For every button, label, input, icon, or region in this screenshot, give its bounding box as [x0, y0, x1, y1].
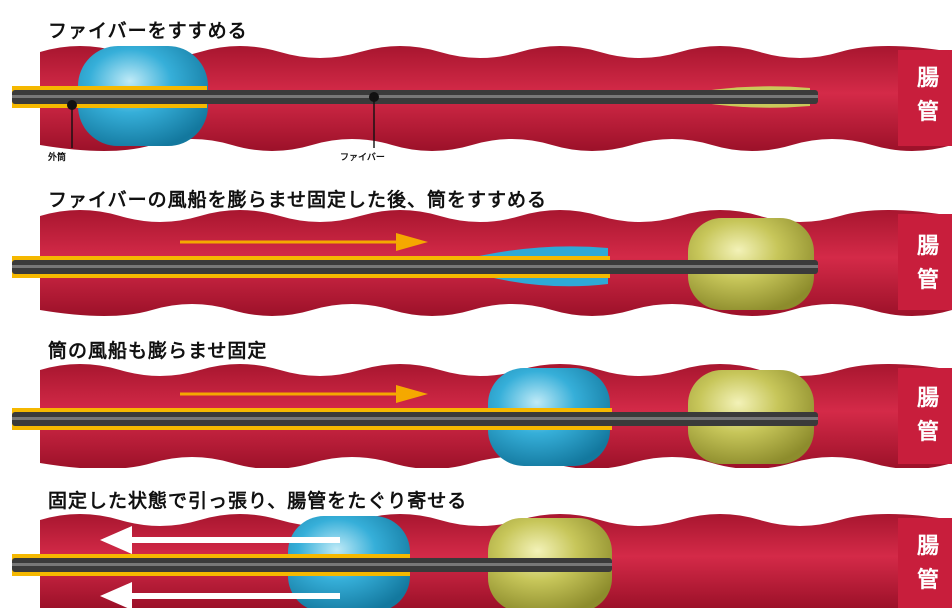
organ-label-2: 腸 管	[916, 234, 939, 293]
step-3-panel: 筒の風船も膨らませ固定 腸 管	[0, 318, 952, 468]
step-1-illustration	[12, 46, 952, 151]
step-2-caption: ファイバーの風船を膨らませ固定した後、筒をすすめる	[48, 189, 548, 211]
step-4-panel: 固定した状態で引っ張り、腸管をたぐり寄せる 腸 管	[0, 468, 952, 608]
organ-label-1: 腸 管	[916, 66, 939, 125]
step-4-illustration	[12, 514, 952, 608]
step-2-panel: ファイバーの風船を膨らませ固定した後、筒をすすめる 腸 管	[0, 160, 952, 318]
fiber-label: ファイバー	[340, 153, 385, 163]
intestine-side	[898, 50, 952, 146]
organ-label-3: 腸 管	[916, 386, 939, 445]
step-3-illustration	[12, 364, 952, 468]
step-3-caption: 筒の風船も膨らませ固定	[48, 340, 268, 362]
organ-label-4: 腸 管	[916, 534, 939, 593]
step-2-illustration	[12, 210, 952, 316]
step-1-caption: ファイバーをすすめる	[48, 20, 248, 42]
step-1-panel: ファイバーをすすめる	[0, 0, 952, 163]
sheath-label: 外筒	[48, 153, 67, 163]
step-4-caption: 固定した状態で引っ張り、腸管をたぐり寄せる	[48, 490, 468, 512]
